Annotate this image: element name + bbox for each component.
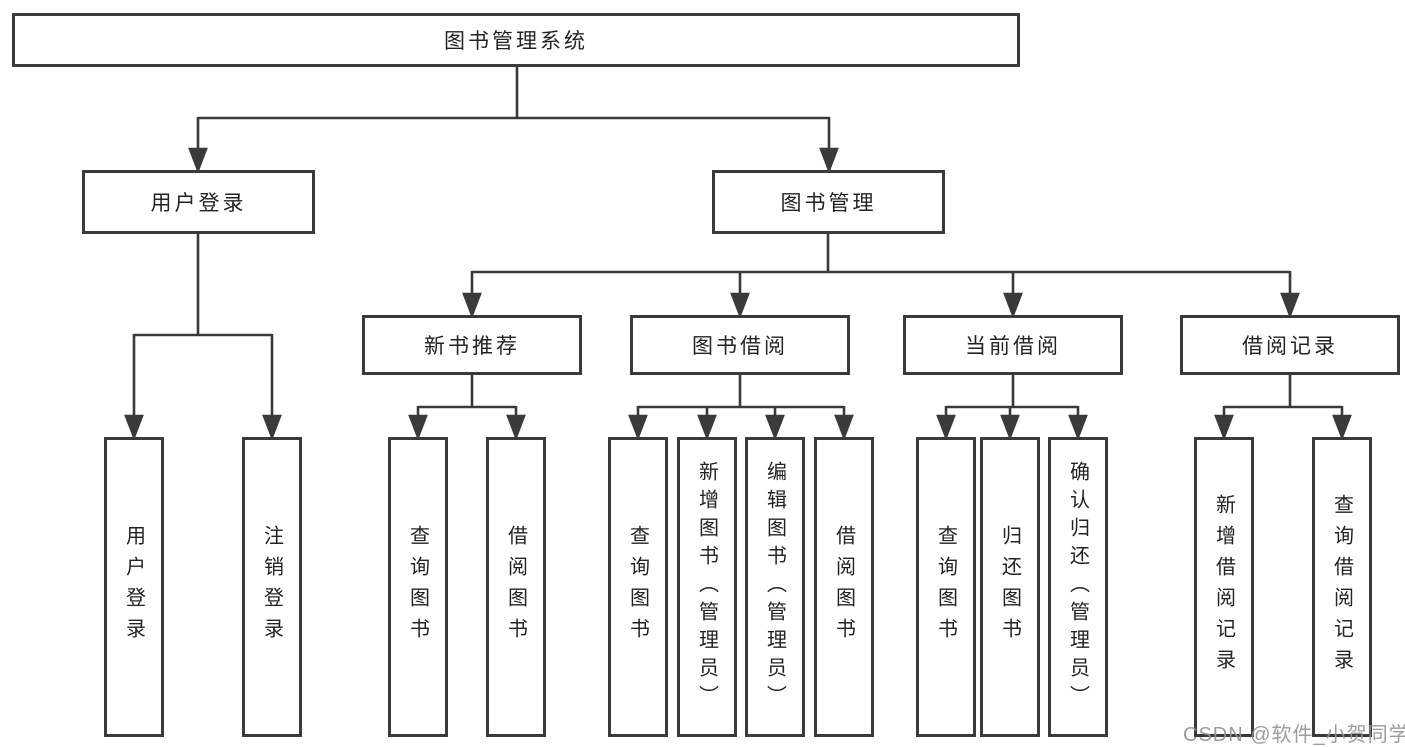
node-book-management-label: 图书管理 [780,192,877,215]
leaf-add-borrow-record-label: 新增借阅记录 [1212,494,1235,680]
node-borrowing-records: 借阅记录 [1180,315,1400,375]
leaf-user-login: 用户登录 [104,437,164,737]
leaf-query-borrow-record: 查询借阅记录 [1312,437,1372,737]
node-book-borrowing: 图书借阅 [630,315,850,375]
connector-newbooks-to-leaves [408,374,526,441]
node-book-management: 图书管理 [712,170,945,234]
leaf-confirm-return-admin: 确认归还（管理员） [1048,437,1108,737]
csdn-watermark: CSDN @软件_小贺同学 [1183,724,1405,746]
leaf-confirm-return-admin-label: 确认归还（管理员） [1066,461,1089,713]
leaf-logout-label: 注销登录 [260,525,283,649]
leaf-query-books-borrowing: 查询图书 [608,437,668,737]
node-root-label: 图书管理系统 [444,30,588,53]
leaf-add-books-admin-label: 新增图书（管理员） [695,461,718,713]
node-user-login: 用户登录 [82,170,315,234]
connector-root-to-level2 [188,66,839,174]
connector-records-to-leaves [1214,374,1352,441]
leaf-query-books-current-label: 查询图书 [934,525,957,649]
node-new-book-recommendation: 新书推荐 [362,315,582,375]
leaf-query-books-borrowing-label: 查询图书 [626,525,649,649]
leaf-query-books-newbooks-label: 查询图书 [406,525,429,649]
node-new-book-recommendation-label: 新书推荐 [424,335,520,358]
leaf-return-books-label: 归还图书 [998,525,1021,649]
leaf-borrow-books-borrowing: 借阅图书 [814,437,874,737]
leaf-add-books-admin: 新增图书（管理员） [677,437,737,737]
leaf-edit-books-admin-label: 编辑图书（管理员） [763,461,786,713]
leaf-borrow-books-newbooks-label: 借阅图书 [504,525,527,649]
leaf-query-books-current: 查询图书 [916,437,976,737]
connector-borrowing-to-leaves [628,374,854,441]
leaf-return-books: 归还图书 [980,437,1040,737]
leaf-query-books-newbooks: 查询图书 [388,437,448,737]
node-root-system: 图书管理系统 [12,13,1020,67]
leaf-user-login-label: 用户登录 [122,525,145,649]
node-user-login-label: 用户登录 [150,192,247,215]
leaf-borrow-books-newbooks: 借阅图书 [486,437,546,737]
connector-current-to-leaves [936,374,1088,441]
connector-login-to-leaves [124,233,282,441]
leaf-borrow-books-borrowing-label: 借阅图书 [832,525,855,649]
node-current-borrowing-label: 当前借阅 [965,335,1061,358]
connector-mgmt-to-level3 [462,233,1300,319]
node-borrowing-records-label: 借阅记录 [1242,335,1338,358]
leaf-edit-books-admin: 编辑图书（管理员） [745,437,805,737]
node-current-borrowing: 当前借阅 [903,315,1123,375]
node-book-borrowing-label: 图书借阅 [692,335,788,358]
leaf-add-borrow-record: 新增借阅记录 [1194,437,1254,737]
leaf-query-borrow-record-label: 查询借阅记录 [1330,494,1353,680]
leaf-logout: 注销登录 [242,437,302,737]
